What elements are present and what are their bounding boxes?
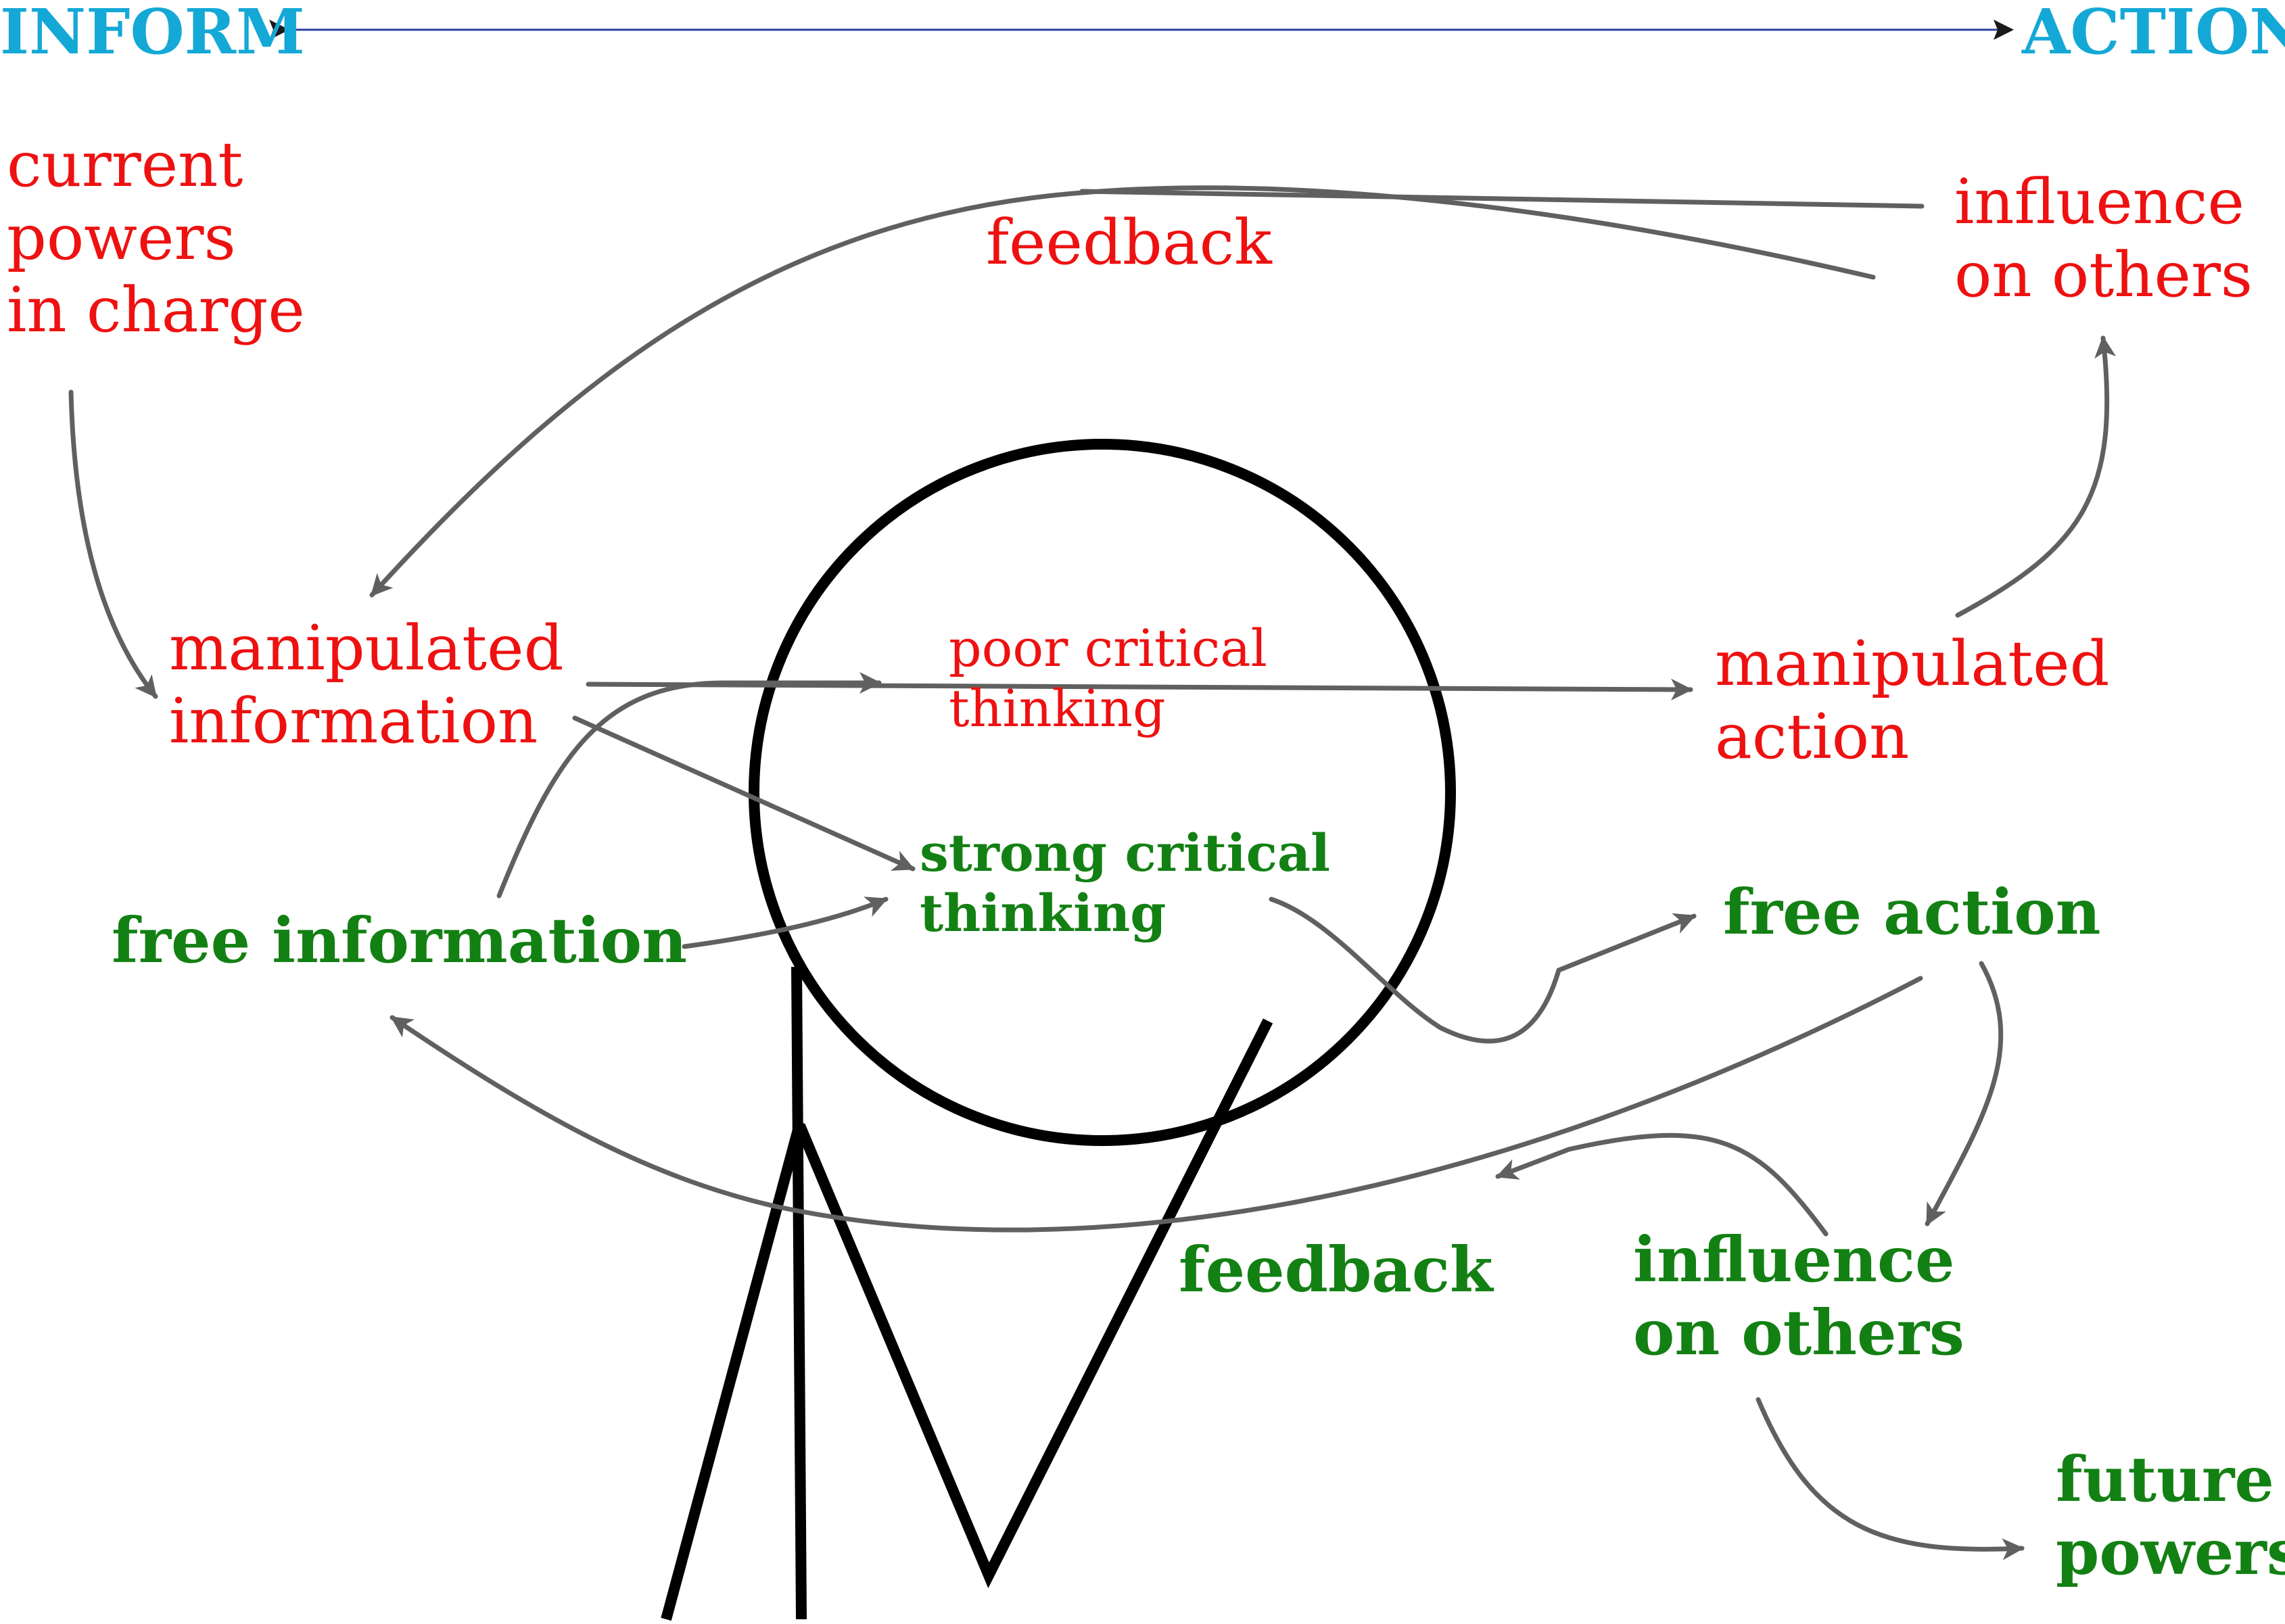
stick-figure bbox=[661, 439, 1456, 1621]
arrow-action-to-influence-top bbox=[1955, 335, 2117, 618]
arrow-influence-to-feedback-bottom bbox=[1495, 1132, 1829, 1237]
axis-action-label: ACTION bbox=[2022, 0, 2285, 68]
arrow-free-info-to-strong bbox=[682, 897, 889, 949]
arrow-free-action-to-influence-bottom bbox=[1925, 961, 2004, 1226]
free-information-label: free information bbox=[112, 904, 688, 977]
influence-top-label: influence on others bbox=[1954, 166, 2253, 311]
feedback-top-label: feedback bbox=[986, 206, 1272, 279]
axis-inform-label: INFORM bbox=[0, 0, 305, 68]
arrow-influence-to-feedback-top bbox=[1079, 189, 1925, 209]
influence-bottom-label: influence on others bbox=[1633, 1223, 1964, 1369]
arrow-manipulated-info-to-strong bbox=[572, 715, 916, 871]
strong-critical-thinking-label: strong critical thinking bbox=[920, 823, 1331, 943]
current-powers-label: current powers in charge bbox=[7, 128, 305, 347]
arrow-free-action-to-feedback-bottom bbox=[390, 976, 1923, 1233]
manipulated-action-label: manipulated action bbox=[1715, 627, 2110, 773]
manipulated-information-label: manipulated information bbox=[169, 612, 564, 757]
feedback-bottom-label: feedback bbox=[1179, 1233, 1493, 1306]
arrow-free-info-to-poor bbox=[496, 671, 882, 899]
figure-head bbox=[749, 439, 1456, 1146]
poor-critical-thinking-label: poor critical thinking bbox=[949, 618, 1267, 738]
free-action-label: free action bbox=[1723, 876, 2101, 949]
arrow-powers-to-manipulated-info bbox=[68, 389, 158, 699]
figure-body bbox=[791, 966, 807, 1620]
arrow-influence-to-future-powers bbox=[1756, 1397, 2025, 1560]
future-powers-label: future powers bbox=[2056, 1443, 2285, 1589]
arrow-strong-to-free-action bbox=[1269, 897, 1697, 1044]
figure-right-leg bbox=[795, 1018, 1273, 1589]
